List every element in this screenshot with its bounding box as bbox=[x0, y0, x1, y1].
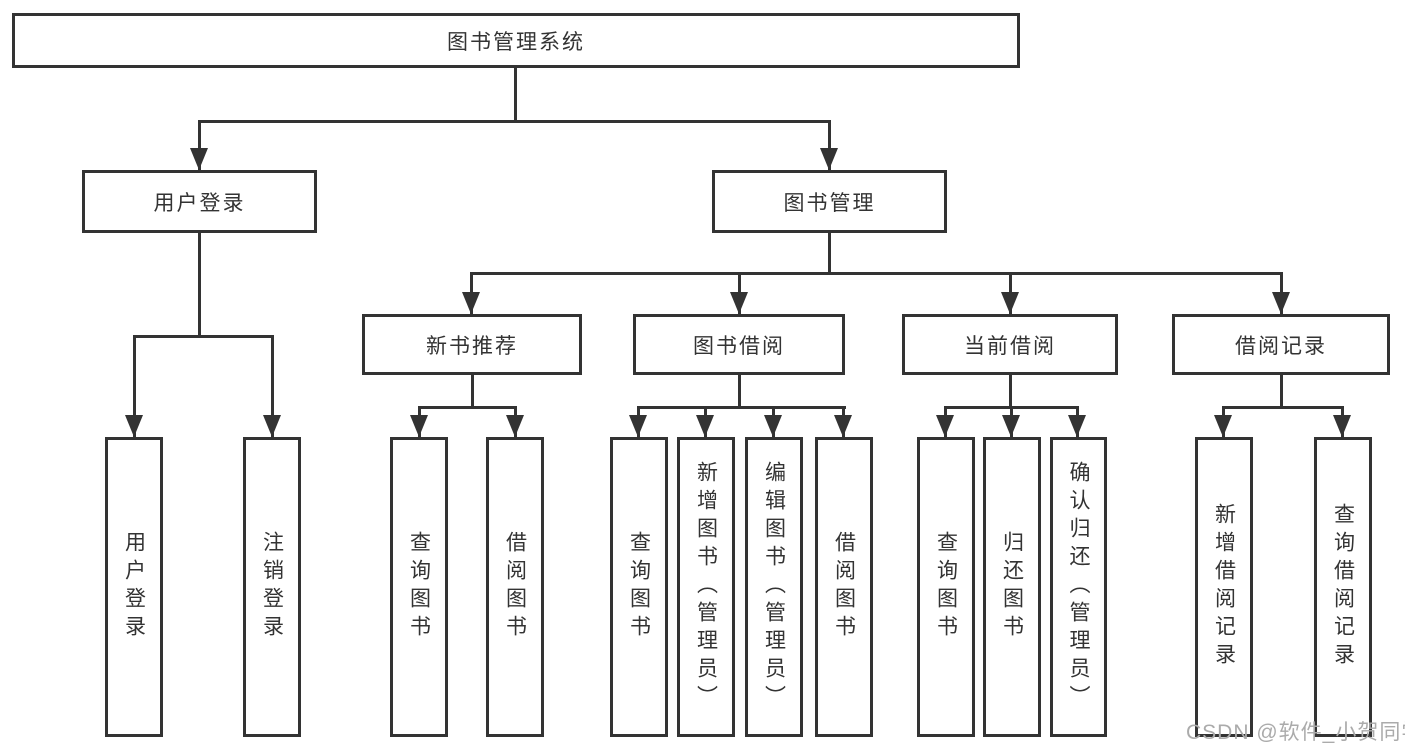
leaf-borrow-books: 借阅图书 bbox=[815, 437, 873, 737]
arrow-down-icon bbox=[1214, 415, 1232, 437]
connector-line bbox=[198, 120, 831, 123]
connector-line bbox=[828, 120, 831, 170]
watermark-text: CSDN @软件_小贺同学 bbox=[1186, 721, 1405, 744]
connector-line bbox=[514, 68, 517, 120]
leaf-borrow-books: 借阅图书 bbox=[486, 437, 544, 737]
arrow-down-icon bbox=[1068, 415, 1086, 437]
node-book-management: 图书管理 bbox=[712, 170, 947, 233]
node-book-borrow: 图书借阅 bbox=[633, 314, 845, 375]
leaf-user-login: 用户登录 bbox=[105, 437, 163, 737]
arrow-down-icon bbox=[462, 292, 480, 314]
connector-line bbox=[638, 406, 846, 409]
arrow-down-icon bbox=[410, 415, 428, 437]
arrow-down-icon bbox=[190, 148, 208, 170]
arrow-down-icon bbox=[125, 415, 143, 437]
arrow-down-icon bbox=[1333, 415, 1351, 437]
arrow-down-icon bbox=[1001, 292, 1019, 314]
arrow-down-icon bbox=[263, 415, 281, 437]
connector-line bbox=[134, 335, 274, 338]
node-new-book-recommend: 新书推荐 bbox=[362, 314, 582, 375]
connector-line bbox=[828, 233, 831, 272]
connector-line bbox=[198, 233, 201, 335]
leaf-logout: 注销登录 bbox=[243, 437, 301, 737]
leaf-confirm-return-admin: 确认归还（管理员） bbox=[1050, 437, 1107, 737]
arrow-down-icon bbox=[834, 415, 852, 437]
connector-line bbox=[271, 335, 274, 437]
arrow-down-icon bbox=[764, 415, 782, 437]
leaf-query-borrow-record: 查询借阅记录 bbox=[1314, 437, 1372, 737]
leaf-return-books: 归还图书 bbox=[983, 437, 1041, 737]
connector-line bbox=[1009, 375, 1012, 406]
leaf-query-books: 查询图书 bbox=[390, 437, 448, 737]
leaf-query-books: 查询图书 bbox=[917, 437, 975, 737]
connector-line bbox=[471, 375, 474, 406]
leaf-query-books: 查询图书 bbox=[610, 437, 668, 737]
connector-line bbox=[133, 335, 136, 437]
arrow-down-icon bbox=[730, 292, 748, 314]
connector-line bbox=[470, 272, 1282, 275]
arrow-down-icon bbox=[1002, 415, 1020, 437]
arrow-down-icon bbox=[936, 415, 954, 437]
arrow-down-icon bbox=[820, 148, 838, 170]
arrow-down-icon bbox=[696, 415, 714, 437]
arrow-down-icon bbox=[629, 415, 647, 437]
node-user-login: 用户登录 bbox=[82, 170, 317, 233]
arrow-down-icon bbox=[1272, 292, 1290, 314]
connector-line bbox=[738, 375, 741, 406]
arrow-down-icon bbox=[506, 415, 524, 437]
leaf-add-books-admin: 新增图书（管理员） bbox=[677, 437, 735, 737]
connector-line bbox=[1280, 375, 1283, 406]
connector-line bbox=[419, 406, 517, 409]
connector-line bbox=[1223, 406, 1344, 409]
node-current-borrow: 当前借阅 bbox=[902, 314, 1118, 375]
connector-line bbox=[198, 120, 201, 170]
leaf-add-borrow-record: 新增借阅记录 bbox=[1195, 437, 1253, 737]
leaf-edit-books-admin: 编辑图书（管理员） bbox=[745, 437, 803, 737]
node-borrow-records: 借阅记录 bbox=[1172, 314, 1390, 375]
node-library-management-system: 图书管理系统 bbox=[12, 13, 1020, 68]
